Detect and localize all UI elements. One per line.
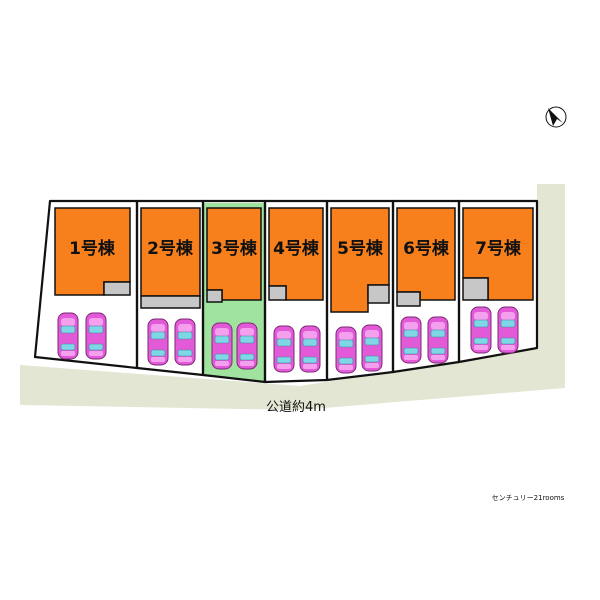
car-icon bbox=[400, 316, 422, 364]
car-icon bbox=[236, 322, 258, 370]
lot-outlines bbox=[33, 199, 539, 384]
driveway-7 bbox=[462, 277, 489, 301]
driveway-6 bbox=[396, 291, 421, 307]
lot-label-7: 7号棟 bbox=[475, 238, 522, 259]
lot-labels: 1号棟 2号棟 3号棟 4号棟 5号棟 6号棟 7号棟 bbox=[69, 238, 522, 259]
car-icon bbox=[299, 325, 321, 373]
lot-label-2: 2号棟 bbox=[147, 238, 194, 259]
lot-label-6: 6号棟 bbox=[403, 238, 450, 259]
car-icon bbox=[57, 312, 79, 360]
car-icon bbox=[361, 324, 383, 372]
north-arrow-icon bbox=[545, 106, 567, 128]
lot-label-1: 1号棟 bbox=[69, 238, 116, 259]
driveway-1 bbox=[103, 281, 131, 296]
car-icon bbox=[273, 325, 295, 373]
car-icon bbox=[427, 316, 449, 364]
car-icon bbox=[470, 306, 492, 354]
road-label: 公道約4m bbox=[266, 400, 326, 415]
buildings bbox=[54, 207, 534, 313]
car-icon bbox=[174, 318, 196, 366]
car-icon bbox=[497, 306, 519, 354]
car-icon bbox=[335, 326, 357, 374]
lot-label-4: 4号棟 bbox=[273, 238, 320, 259]
driveway-4 bbox=[268, 285, 287, 301]
driveway-2 bbox=[140, 295, 201, 309]
credit-text: センチュリー21rooms bbox=[492, 494, 565, 502]
driveway-5 bbox=[367, 284, 390, 304]
lot-label-5: 5号棟 bbox=[337, 238, 384, 259]
car-icon bbox=[85, 312, 107, 360]
public-road bbox=[20, 184, 565, 410]
parking-cars bbox=[57, 306, 519, 374]
car-icon bbox=[147, 318, 169, 366]
lot-label-3: 3号棟 bbox=[211, 238, 258, 259]
driveway-3 bbox=[206, 289, 223, 303]
car-icon bbox=[211, 322, 233, 370]
